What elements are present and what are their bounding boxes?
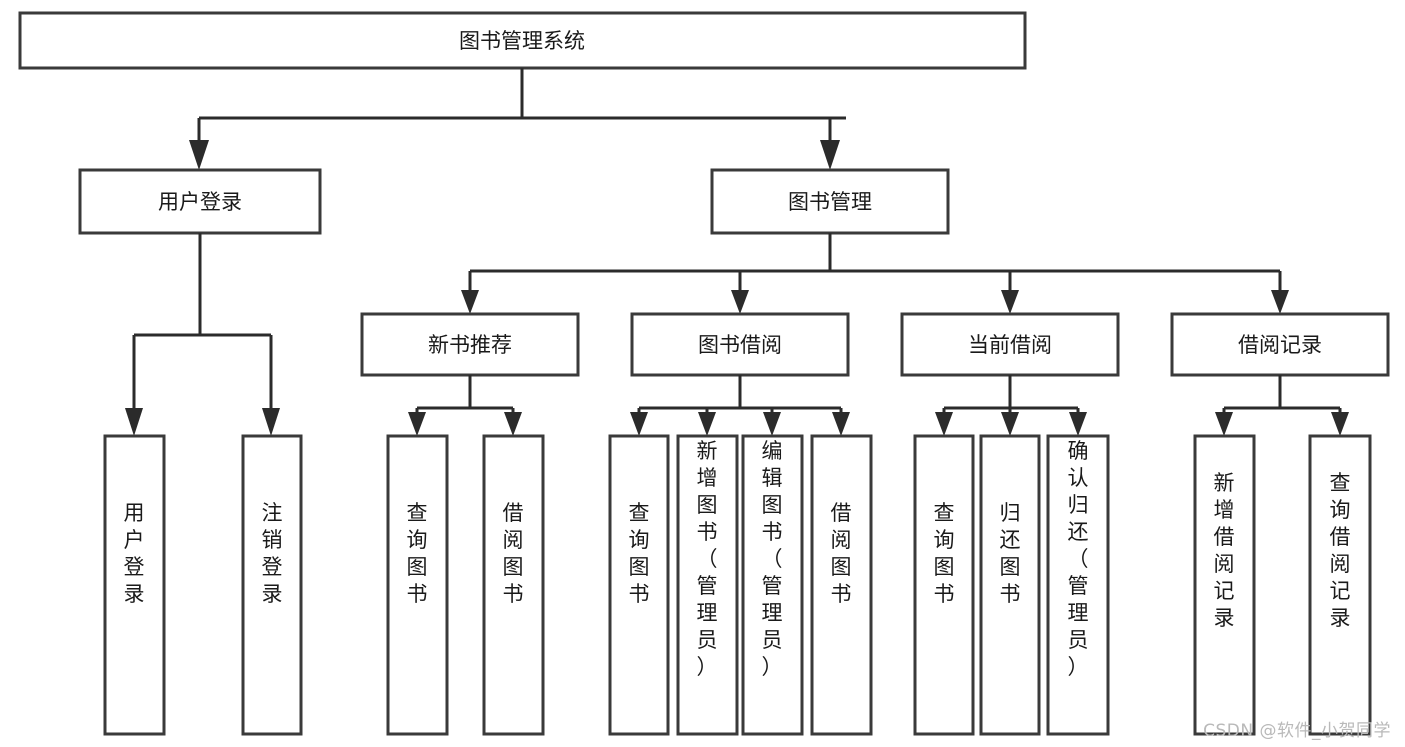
arrowhead-current-borrow-3 [1069, 412, 1087, 436]
leaf-book-borrow-borrow[interactable]: 借阅图书 [810, 434, 873, 736]
node-book-management[interactable]: 图书管理 [710, 168, 950, 235]
node-root-label: 图书管理系统 [459, 29, 585, 53]
arrowhead-borrow-record-1 [1215, 412, 1233, 436]
leaf-new-book-query-box[interactable] [386, 434, 449, 736]
node-book-management-box[interactable] [710, 168, 950, 235]
node-current-borrow-box[interactable] [900, 312, 1120, 377]
leaf-new-book-borrow-label: 借阅图书 [503, 501, 524, 606]
arrowhead-level3-4 [1271, 290, 1289, 314]
leaf-borrow-record-query-box[interactable] [1308, 434, 1372, 736]
node-new-book-recommend-box[interactable] [360, 312, 580, 377]
arrowhead-book-borrow-1 [630, 412, 648, 436]
arrowhead-book-borrow-3 [763, 412, 781, 436]
node-root[interactable]: 图书管理系统 [18, 11, 1027, 70]
arrowhead-new-book-1 [408, 412, 426, 436]
node-borrow-record-box[interactable] [1170, 312, 1390, 377]
leaf-user-login-login-box[interactable] [103, 434, 166, 736]
arrowhead-user-login-1 [125, 408, 143, 436]
leaf-user-login-login[interactable]: 用户登录 [103, 434, 166, 736]
arrowhead-current-borrow-2 [1001, 412, 1019, 436]
arrowhead-book-borrow-2 [698, 412, 716, 436]
leaf-book-borrow-add[interactable]: 新增图书（管理员） [676, 434, 739, 736]
node-user-login-label: 用户登录 [158, 190, 242, 214]
node-current-borrow[interactable]: 当前借阅 [900, 312, 1120, 377]
leaf-current-borrow-confirm[interactable]: 确认归还（管理员） [1046, 434, 1110, 736]
node-current-borrow-label: 当前借阅 [968, 333, 1052, 357]
leaf-user-login-logout-label: 注销登录 [262, 501, 283, 606]
arrowhead-current-borrow-1 [935, 412, 953, 436]
leaf-borrow-record-query[interactable]: 查询借阅记录 [1308, 434, 1372, 736]
leaf-current-borrow-query-box[interactable] [913, 434, 975, 736]
node-book-management-label: 图书管理 [788, 190, 872, 214]
leaf-user-login-login-label: 用户登录 [124, 501, 145, 606]
arrowhead-level3-2 [731, 290, 749, 314]
leaf-book-borrow-borrow-label: 借阅图书 [831, 501, 852, 606]
leaf-current-borrow-return-box[interactable] [979, 434, 1041, 736]
arrowhead-book-borrow-4 [832, 412, 850, 436]
leaf-borrow-record-add-box[interactable] [1193, 434, 1256, 736]
arrowhead-level3-3 [1001, 290, 1019, 314]
leaf-current-borrow-query[interactable]: 查询图书 [913, 434, 975, 736]
leaf-new-book-query-label: 查询图书 [407, 501, 428, 606]
leaf-current-borrow-return[interactable]: 归还图书 [979, 434, 1041, 736]
arrowhead-level2-2 [820, 140, 840, 170]
node-borrow-record[interactable]: 借阅记录 [1170, 312, 1390, 377]
leaf-book-borrow-query-label: 查询图书 [629, 501, 650, 606]
leaf-book-borrow-edit-box[interactable] [741, 434, 804, 736]
leaf-borrow-record-add[interactable]: 新增借阅记录 [1193, 434, 1256, 736]
node-root-box[interactable] [18, 11, 1027, 70]
leaf-new-book-query[interactable]: 查询图书 [386, 434, 449, 736]
leaf-current-borrow-return-label: 归还图书 [1000, 501, 1021, 606]
arrowhead-level3-1 [461, 290, 479, 314]
leaf-book-borrow-borrow-box[interactable] [810, 434, 873, 736]
leaf-book-borrow-add-label: 新增图书（管理员） [697, 439, 718, 679]
arrowhead-user-login-2 [262, 408, 280, 436]
node-user-login[interactable]: 用户登录 [78, 168, 322, 235]
node-borrow-record-label: 借阅记录 [1238, 333, 1322, 357]
leaf-current-borrow-query-label: 查询图书 [934, 501, 955, 606]
leaf-book-borrow-edit[interactable]: 编辑图书（管理员） [741, 434, 804, 736]
leaf-user-login-logout-box[interactable] [241, 434, 303, 736]
node-new-book-recommend[interactable]: 新书推荐 [360, 312, 580, 377]
arrowhead-level2-1 [189, 140, 209, 170]
node-book-borrow-box[interactable] [630, 312, 850, 377]
node-book-borrow-label: 图书借阅 [698, 333, 782, 357]
node-book-borrow[interactable]: 图书借阅 [630, 312, 850, 377]
leaf-current-borrow-confirm-label: 确认归还（管理员） [1068, 439, 1089, 679]
leaf-borrow-record-add-label: 新增借阅记录 [1214, 471, 1235, 630]
leaf-user-login-logout[interactable]: 注销登录 [241, 434, 303, 736]
leaf-book-borrow-add-box[interactable] [676, 434, 739, 736]
leaf-borrow-record-query-label: 查询借阅记录 [1330, 471, 1351, 630]
leaf-book-borrow-edit-label: 编辑图书（管理员） [762, 439, 783, 679]
arrowhead-new-book-2 [504, 412, 522, 436]
leaf-book-borrow-query[interactable]: 查询图书 [608, 434, 670, 736]
node-new-book-recommend-label: 新书推荐 [428, 333, 512, 357]
leaf-new-book-borrow[interactable]: 借阅图书 [482, 434, 545, 736]
leaf-book-borrow-query-box[interactable] [608, 434, 670, 736]
csdn-watermark: CSDN @软件_小贺同学 [1203, 721, 1391, 741]
leaf-current-borrow-confirm-box[interactable] [1046, 434, 1110, 736]
arrowhead-borrow-record-2 [1331, 412, 1349, 436]
leaf-new-book-borrow-box[interactable] [482, 434, 545, 736]
